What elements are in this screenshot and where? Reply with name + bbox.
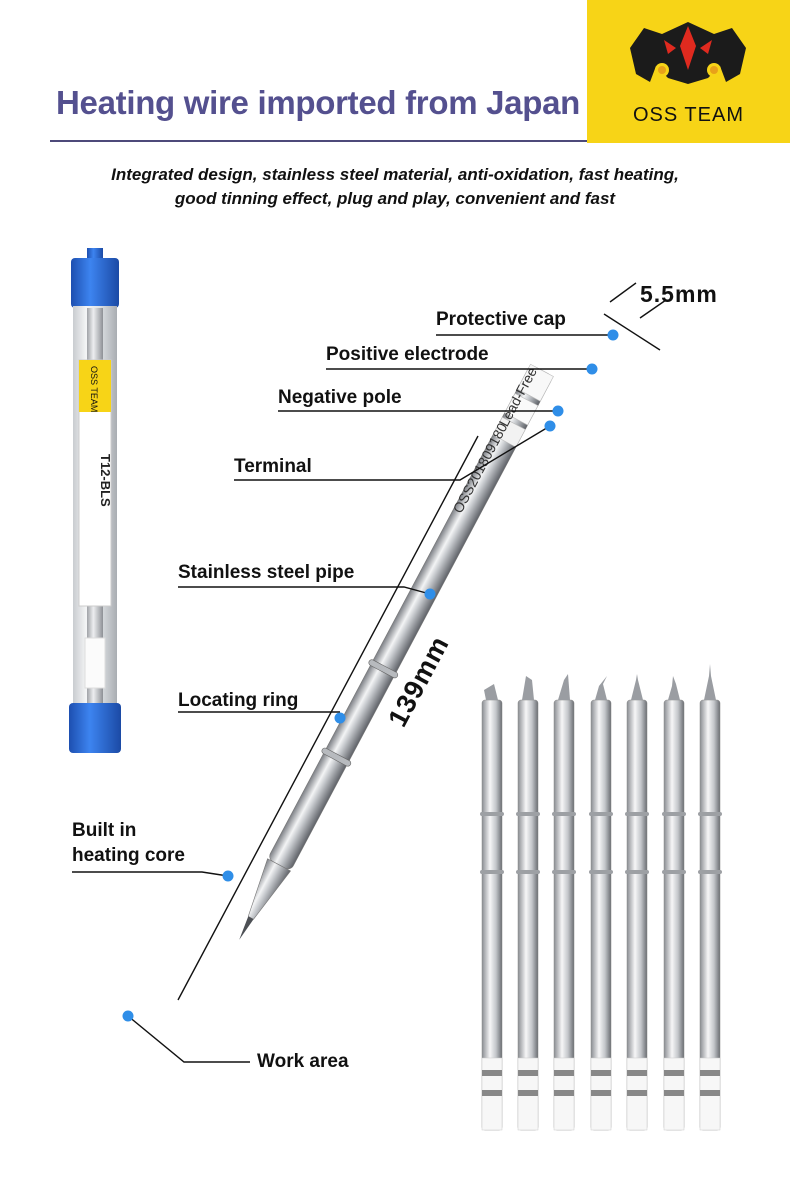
tip-variant: [625, 674, 649, 1131]
callout-dot-icon: [334, 712, 346, 724]
callout-dot-icon: [586, 363, 598, 375]
tip-lineup: [480, 664, 722, 1131]
oss-team-logo-icon: [630, 22, 746, 84]
label-work-area: Work area: [257, 1051, 349, 1072]
callout-dot-icon: [424, 588, 436, 600]
callout-dot-icon: [552, 405, 564, 417]
soldering-tip-main: OSS201809180 Lead-Free: [239, 363, 554, 940]
page-headline: Heating wire imported from Japan: [56, 84, 580, 121]
label-negative-pole: Negative pole: [278, 387, 402, 408]
tip-variant: [516, 676, 540, 1131]
label-stainless-pipe: Stainless steel pipe: [178, 562, 355, 583]
callout-dot-icon: [122, 1010, 134, 1022]
diameter-dimension-lines: [603, 282, 667, 351]
label-terminal: Terminal: [234, 456, 312, 477]
label-protective-cap: Protective cap: [436, 309, 566, 330]
label-positive-electrode: Positive electrode: [326, 344, 489, 365]
svg-text:OSS TEAM: OSS TEAM: [89, 366, 99, 412]
packaged-tip-tube: OSS TEAM T12-BLS: [69, 248, 121, 753]
tip-variant: [662, 676, 686, 1131]
label-locating-ring: Locating ring: [178, 690, 299, 711]
callout-dot-icon: [544, 420, 556, 432]
brand-name: OSS TEAM: [633, 104, 744, 126]
subtitle-line-1: Integrated design, stainless steel mater…: [111, 165, 679, 184]
callout-leaders: [72, 334, 613, 1063]
tip-variant: [552, 674, 576, 1131]
label-heating-core-line1: Built in: [72, 820, 137, 841]
callout-dots: [122, 329, 619, 1022]
tip-variant: [589, 676, 613, 1131]
callout-dot-icon: [607, 329, 619, 341]
tip-variant: [698, 664, 722, 1131]
label-heating-core: Built in heating core: [72, 818, 185, 868]
brand-block: OSS TEAM: [587, 0, 790, 143]
header-divider: [50, 140, 790, 142]
subtitle-line-2: good tinning effect, plug and play, conv…: [174, 189, 616, 208]
svg-text:T12-BLS: T12-BLS: [98, 454, 113, 507]
callout-dot-icon: [222, 870, 234, 882]
length-dimension-line: [177, 435, 479, 1001]
tip-variant: [480, 684, 504, 1131]
dimension-diameter: 5.5mm: [640, 281, 718, 307]
label-heating-core-line2: heating core: [72, 845, 185, 866]
